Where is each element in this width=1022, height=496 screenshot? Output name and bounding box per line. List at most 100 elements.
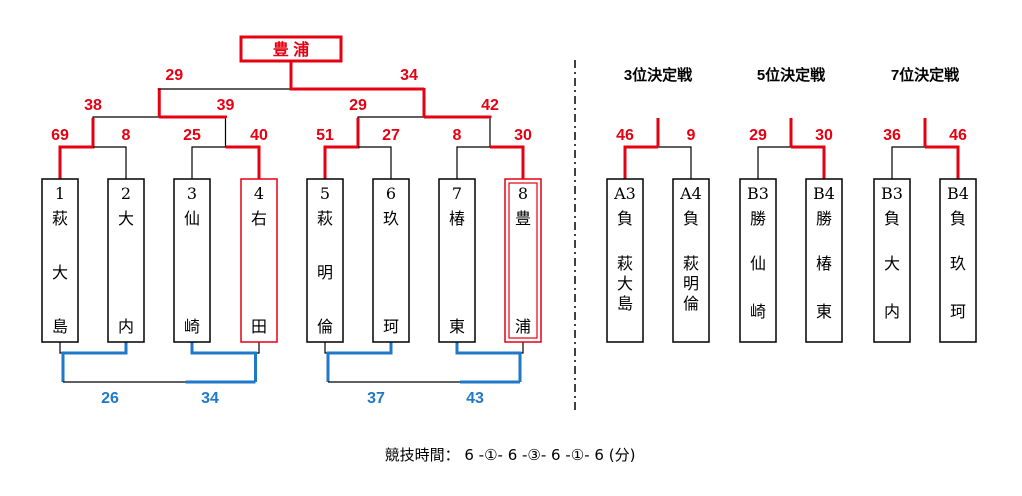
placement-res-right-1: 負 [683, 209, 699, 228]
placement-res-right-2: 勝 [816, 209, 832, 228]
placement-res-right-3: 負 [950, 209, 966, 228]
placement-title-1: 3位決定戦 [624, 66, 693, 84]
team-char-8-1: 豊 [515, 209, 531, 228]
r1-line-1 [58, 118, 95, 179]
final-line-left [158, 88, 291, 90]
team-seed-7: 7 [452, 184, 462, 203]
team-seed-2: 2 [121, 184, 131, 203]
team-char-5-1: 萩 [317, 209, 333, 228]
r1-score-5: 51 [316, 127, 334, 144]
r2-score-1: 38 [84, 97, 102, 114]
team-char-5-2: 明 [317, 263, 333, 282]
placement-score-left-3: 36 [883, 127, 901, 144]
placement-char-left-1-3: 島 [617, 294, 633, 313]
placement-char-left-3-1: 大 [884, 254, 900, 273]
placement-char-right-1-2: 明 [683, 274, 699, 293]
champion-box [239, 35, 343, 63]
team-char-6-2: 珂 [383, 317, 399, 336]
r1-score-2: 8 [122, 127, 131, 144]
team-box-6 [372, 178, 410, 343]
placement-char-right-1-1: 萩 [683, 254, 699, 273]
placement-char-right-3-1: 玖 [950, 254, 966, 273]
team-char-2-2: 内 [118, 317, 134, 336]
r2-line-2 [159, 115, 227, 119]
loser-score-2: 34 [201, 390, 219, 407]
placement-box-left-2 [739, 178, 777, 343]
r2-line-3 [357, 88, 425, 118]
placement-tag-right-3: B4 [947, 184, 969, 203]
loser-score-1: 26 [101, 390, 119, 407]
placement-tag-left-3: B3 [881, 184, 903, 203]
r1-line-3 [191, 118, 227, 179]
team-char-6-1: 玖 [383, 209, 399, 228]
team-seed-4: 4 [254, 184, 264, 203]
lb-line-6 [326, 342, 393, 382]
placement-tag-right-2: B4 [813, 184, 835, 203]
placement-title-2: 5位決定戦 [757, 66, 826, 84]
team-char-3-1: 仙 [184, 209, 200, 228]
r1-score-7: 8 [453, 127, 462, 144]
placement-box-right-2 [805, 178, 843, 343]
team-box-2 [107, 178, 145, 343]
placement-line-left-2 [757, 146, 791, 179]
placement-tag-right-1: A4 [679, 184, 702, 203]
team-box-5 [306, 178, 344, 343]
placement-tag-left-1: A3 [613, 184, 636, 203]
placement-score-right-2: 30 [815, 127, 833, 144]
team-box-7 [438, 178, 476, 343]
placement-tag-left-2: B3 [747, 184, 769, 203]
r1-line-2 [93, 146, 127, 179]
team-char-7-1: 椿 [449, 209, 465, 228]
team-char-1-3: 島 [52, 317, 68, 336]
team-seed-8: 8 [518, 184, 528, 203]
placement-line-right-2 [791, 145, 826, 179]
placement-score-right-3: 46 [949, 127, 967, 144]
placement-char-right-2-2: 東 [816, 302, 832, 321]
loser-score-3: 37 [367, 390, 385, 407]
match-time-caption: 競技時間： 6 -①- 6 -③- 6 -①- 6 (分) [385, 446, 636, 464]
team-char-8-2: 浦 [515, 317, 531, 336]
placement-char-left-2-1: 仙 [750, 254, 766, 273]
lb-line-5 [324, 342, 358, 354]
placement-title-3: 7位決定戦 [891, 66, 960, 84]
placement-char-right-1-3: 倫 [683, 294, 699, 313]
placement-char-right-3-2: 珂 [950, 302, 966, 321]
team-char-4-1: 右 [251, 209, 267, 228]
placement-line-left-1 [623, 145, 658, 179]
team-box-1 [41, 178, 79, 343]
placement-box-right-1 [672, 178, 710, 343]
team-char-3-2: 崎 [184, 317, 200, 336]
r1-score-4: 40 [250, 127, 268, 144]
placement-char-left-3-2: 内 [884, 302, 900, 321]
placement-res-left-2: 勝 [750, 209, 766, 228]
placement-box-right-3 [939, 178, 977, 343]
team-seed-6: 6 [386, 184, 396, 203]
r1-score-8: 30 [514, 127, 532, 144]
team-char-2-1: 大 [118, 209, 134, 228]
placement-res-left-1: 負 [617, 209, 633, 228]
team-char-1-1: 萩 [52, 209, 68, 228]
r1-score-3: 25 [183, 127, 201, 144]
r2-score-2: 39 [217, 97, 235, 114]
lb-line-1 [59, 342, 93, 354]
placement-score-left-1: 46 [616, 127, 634, 144]
loser-score-4: 43 [466, 390, 484, 407]
r1-line-6 [358, 146, 392, 179]
lb-line-3 [190, 342, 257, 382]
placement-score-left-2: 29 [749, 127, 767, 144]
lb-line-8 [490, 342, 524, 354]
r2-score-3: 29 [349, 97, 367, 114]
team-char-4-2: 田 [251, 317, 267, 336]
r1-line-4 [225, 145, 261, 179]
placement-char-left-1-2: 大 [617, 274, 633, 293]
team-char-7-2: 東 [449, 317, 465, 336]
r1-line-7 [456, 118, 491, 179]
r2-score-4: 42 [481, 97, 499, 114]
placement-line-right-1 [658, 146, 692, 179]
final-line-right [289, 61, 426, 91]
team-box-4 [240, 178, 278, 343]
placement-line-right-3 [925, 145, 960, 179]
team-seed-1: 1 [55, 184, 65, 203]
team-seed-3: 3 [187, 184, 197, 203]
